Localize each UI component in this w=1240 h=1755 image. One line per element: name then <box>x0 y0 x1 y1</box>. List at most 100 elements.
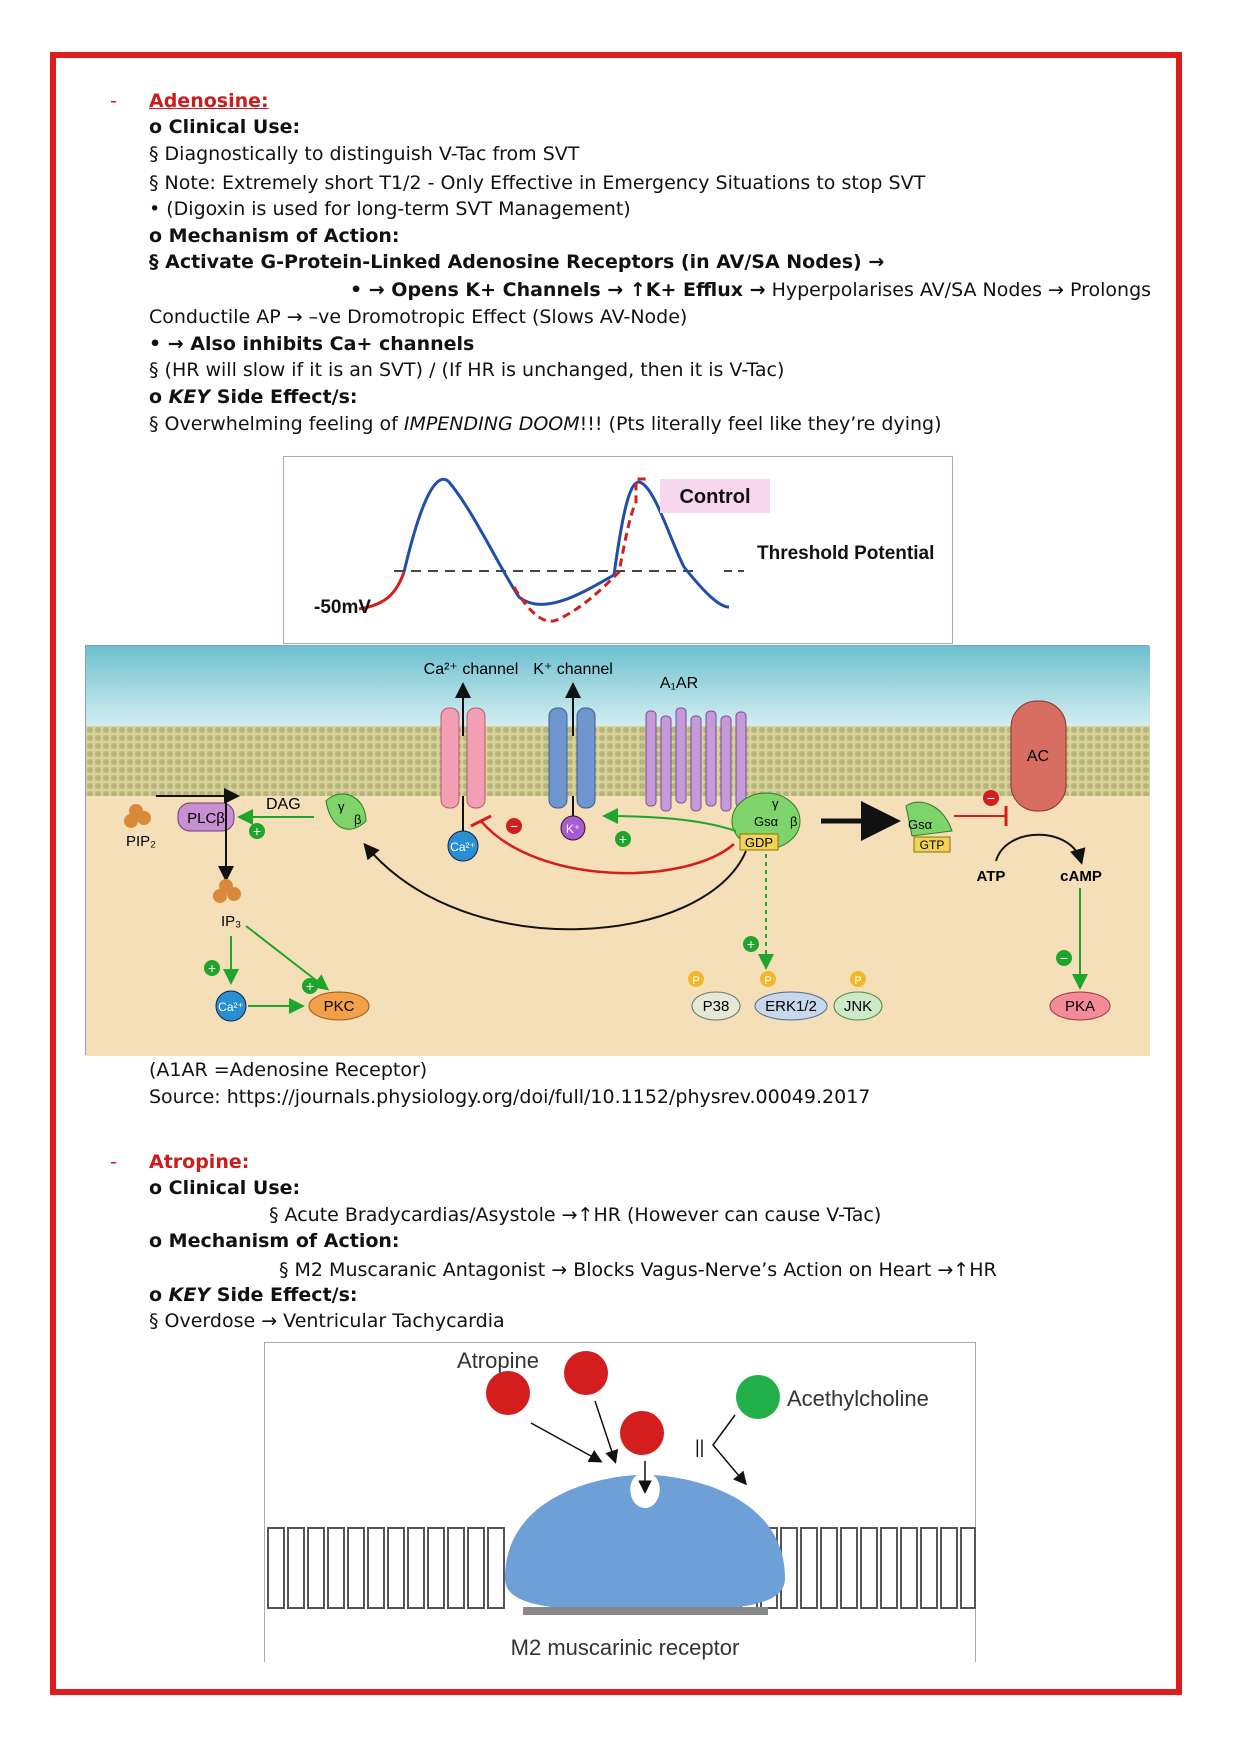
pkc-label: PKC <box>324 998 355 1015</box>
p38 <box>691 991 741 1021</box>
receptor-label: M2 muscarinic receptor <box>511 1635 740 1660</box>
control-curve-start <box>358 571 406 611</box>
atropine-clinical-use-label: o Clinical Use: <box>149 1177 301 1199</box>
atp-label: ATP <box>977 868 1006 885</box>
bullet-dash: - <box>110 1151 117 1173</box>
atropine-molecule-3 <box>620 1411 664 1455</box>
adenosine-moa-2: • → Opens K+ Channels → ↑K+ Efflux → Hyp… <box>350 279 1152 301</box>
dag-label: DAG <box>266 796 301 813</box>
side-effect-label: o KEY Side Effect/s: <box>149 386 358 408</box>
atropine-heading: Atropine: <box>149 1151 250 1173</box>
svg-text:+: + <box>208 960 216 976</box>
receptor-base <box>523 1607 768 1615</box>
pka-label: PKA <box>1065 998 1095 1015</box>
gtp-box <box>913 836 951 853</box>
svg-text:−: − <box>1060 950 1068 966</box>
a1ar-receptor <box>645 707 747 812</box>
m2-receptor <box>505 1475 785 1611</box>
svg-text:β: β <box>354 812 361 827</box>
k-channel-label: K⁺ channel <box>533 661 613 678</box>
svg-text:γ: γ <box>338 799 345 814</box>
ac-label: AC <box>1027 748 1049 765</box>
extracellular-space <box>86 646 1150 726</box>
m2-receptor-figure: Atropine Acethylcholine || <box>264 1342 977 1662</box>
moa-label: o Mechanism of Action: <box>149 225 400 247</box>
gsa-label: Gsα <box>754 814 779 829</box>
gamma-label: γ <box>772 796 779 811</box>
svg-text:Ca²⁺: Ca²⁺ <box>218 1000 244 1014</box>
control-curve-dashed <box>512 477 650 623</box>
pkc <box>308 991 370 1021</box>
pip2-lipid <box>124 804 151 828</box>
control-label-bg <box>660 479 770 513</box>
ca-ion-label: Ca²⁺ <box>450 840 476 854</box>
threshold-label: Threshold Potential <box>757 543 934 564</box>
ca-channel-right <box>466 707 486 809</box>
jnk-label: JNK <box>844 998 872 1015</box>
figure-caption: (A1AR =Adenosine Receptor) <box>149 1059 428 1081</box>
pip2-label: PIP₂ <box>126 833 156 850</box>
k-ion <box>560 815 586 841</box>
m2-receptor-diagram: Atropine Acethylcholine || <box>265 1348 977 1660</box>
adenosine-moa-4: • → Also inhibits Ca+ channels <box>149 333 475 355</box>
atropine-side-1: § Overdose → Ventricular Tachycardia <box>149 1310 505 1332</box>
block-mark: || <box>695 1437 704 1457</box>
svg-text:P: P <box>764 975 771 987</box>
adenosine-curve <box>402 477 730 609</box>
svg-text:P: P <box>854 975 861 987</box>
svg-text:−: − <box>510 818 518 834</box>
ca-channel-left <box>440 707 460 809</box>
ca-ion <box>447 830 479 862</box>
jnk <box>833 991 883 1021</box>
atropine-label: Atropine <box>457 1348 539 1373</box>
pka <box>1049 991 1111 1021</box>
adenosine-moa-1: § Activate G-Protein-Linked Adenosine Re… <box>149 251 885 273</box>
adenosine-use-3: • (Digoxin is used for long-term SVT Man… <box>149 198 631 220</box>
svg-text:+: + <box>253 823 261 839</box>
beta-label: β <box>790 814 797 829</box>
adenylyl-cyclase <box>1010 700 1067 812</box>
page-border <box>50 52 1182 1695</box>
atropine-moa-1: § M2 Muscaranic Antagonist → Blocks Vagu… <box>279 1259 997 1281</box>
beta-gamma-subunit <box>325 793 367 830</box>
jnk-phospho <box>850 971 866 987</box>
k-channel-left <box>548 707 568 809</box>
adenosine-pathway-figure: Ca²⁺ channel K⁺ channel Ca²⁺ K⁺ A₁AR Gsα… <box>85 645 1150 1056</box>
atropine-side-label: o KEY Side Effect/s: <box>149 1284 358 1306</box>
cytosolic-ca <box>215 990 247 1022</box>
svg-text:P: P <box>692 975 699 987</box>
k-channel-right <box>576 707 596 809</box>
gtp-label: GTP <box>920 838 945 852</box>
atropine-use-1: § Acute Bradycardias/Asystole →↑HR (Howe… <box>269 1204 882 1226</box>
adenosine-moa-5: § (HR will slow if it is an SVT) / (If H… <box>149 359 785 381</box>
atropine-molecule-2 <box>564 1351 608 1395</box>
svg-text:−: − <box>987 790 995 806</box>
acetylcholine-label: Acethylcholine <box>787 1386 929 1411</box>
action-potential-graph: Control Threshold Potential -50mV <box>314 477 934 623</box>
adenosine-heading: Adenosine: <box>149 90 269 112</box>
clinical-use-label: o Clinical Use: <box>149 116 301 138</box>
adenosine-side-1: § Overwhelming feeling of IMPENDING DOOM… <box>149 413 942 435</box>
gdp-box <box>739 833 779 851</box>
pathway-diagram: Ca²⁺ channel K⁺ channel Ca²⁺ K⁺ A₁AR Gsα… <box>86 646 1150 1056</box>
mv-label: -50mV <box>314 597 371 618</box>
bullet-dash: - <box>110 90 117 112</box>
svg-text:+: + <box>306 978 314 994</box>
membrane-segments-left <box>267 1527 505 1609</box>
adenosine-use-1: § Diagnostically to distinguish V-Tac fr… <box>149 143 580 165</box>
atropine-moa-label: o Mechanism of Action: <box>149 1230 400 1252</box>
acetylcholine-molecule <box>736 1375 780 1419</box>
erk-phospho <box>760 971 776 987</box>
p38-phospho <box>688 971 704 987</box>
a1ar-label: A₁AR <box>660 675 698 692</box>
atropine-molecule-1 <box>486 1371 530 1415</box>
control-label: Control <box>679 486 750 508</box>
adenosine-use-2: § Note: Extremely short T1/2 - Only Effe… <box>149 172 926 194</box>
p38-label: P38 <box>703 998 730 1015</box>
ip3-molecule <box>213 879 241 903</box>
gdp-label: GDP <box>745 835 773 850</box>
svg-text:+: + <box>747 936 755 952</box>
erk <box>754 991 828 1021</box>
camp-label: cAMP <box>1060 868 1102 885</box>
erk-label: ERK1/2 <box>765 998 817 1015</box>
